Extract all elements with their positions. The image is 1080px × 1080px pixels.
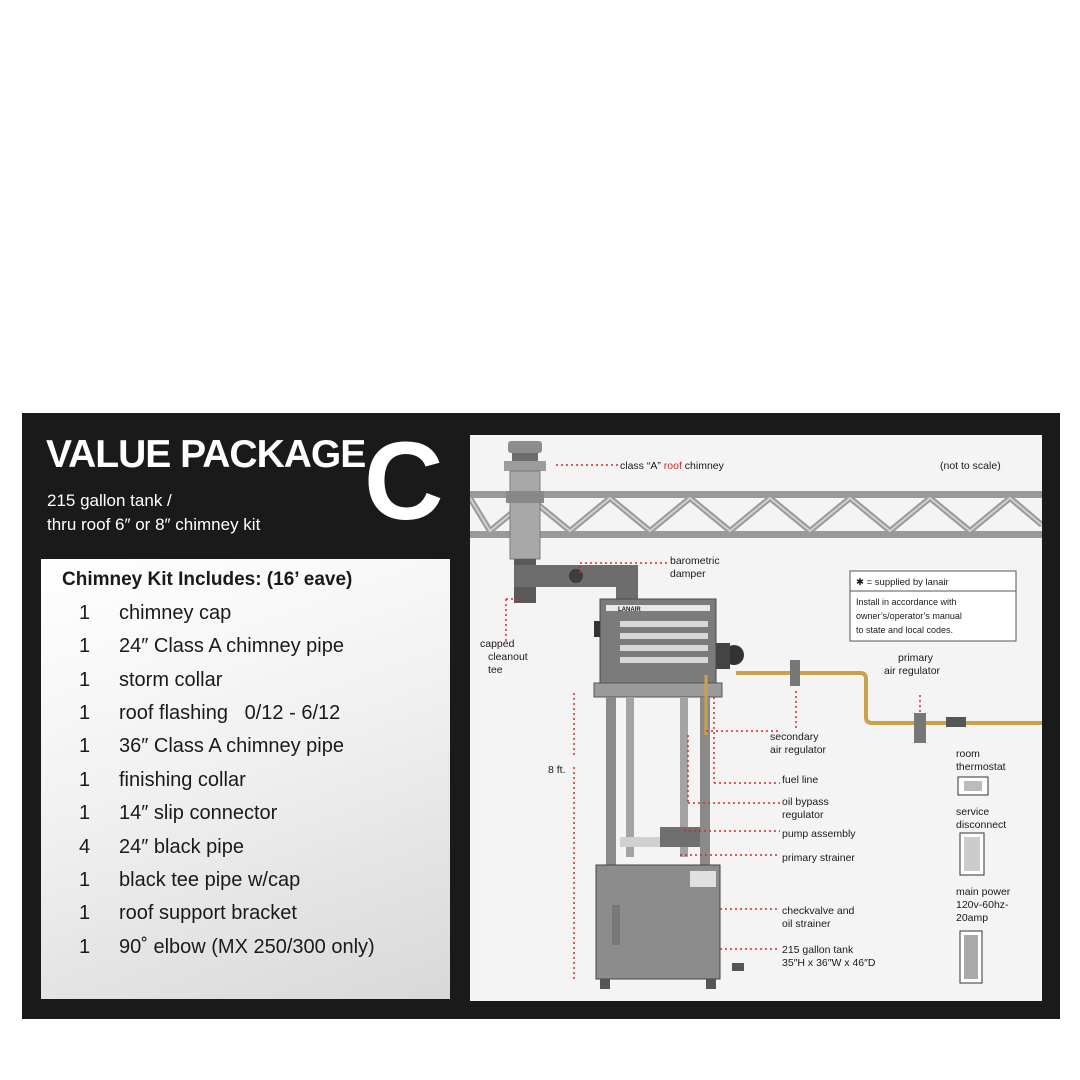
- disconnect-label-2: disconnect: [956, 819, 1006, 831]
- kit-item-name: 90˚ elbow (MX 250/300 only): [119, 936, 375, 958]
- kit-item-name: 14″ slip connector: [119, 802, 278, 824]
- subtitle-line-2: thru roof 6″ or 8″ chimney kit: [47, 515, 261, 534]
- heater-brand: LANAIR: [618, 607, 641, 613]
- kit-item-name: chimney cap: [119, 602, 232, 624]
- oil-bypass-label-2: regulator: [782, 809, 824, 821]
- legend-note-1: Install in accordance with: [856, 597, 957, 607]
- height-label: 8 ft.: [548, 764, 566, 776]
- subtitle-line-1: 215 gallon tank /: [47, 491, 172, 510]
- kit-item-name: roof flashing 0/12 - 6/12: [119, 702, 341, 724]
- tank-label-1: 215 gallon tank: [782, 944, 854, 956]
- chimney-label: class “A” roof chimney: [620, 460, 725, 472]
- kit-item-qty: 1: [79, 602, 91, 624]
- secondary-air-label-1: secondary: [770, 731, 819, 743]
- kit-item-qty: 1: [79, 735, 91, 757]
- thermostat-label-2: thermostat: [956, 761, 1006, 773]
- power-label-1: main power: [956, 886, 1011, 898]
- kit-item-name: 24″ Class A chimney pipe: [119, 635, 344, 657]
- kit-item-name: storm collar: [119, 669, 223, 691]
- primary-air-label-1: primary: [898, 652, 934, 664]
- package-title: VALUE PACKAGE: [46, 433, 366, 476]
- legend-star-label: ✱ = supplied by lanair: [856, 577, 949, 588]
- kit-item-name: 36″ Class A chimney pipe: [119, 735, 344, 757]
- kit-item-qty: 1: [79, 869, 91, 891]
- kit-list-panel: Chimney Kit Includes: (16’ eave) 1 chimne…: [41, 559, 450, 999]
- kit-item-name: 24″ black pipe: [119, 836, 244, 858]
- primary-air-label-2: air regulator: [884, 665, 941, 677]
- barometric-label-2: damper: [670, 568, 706, 580]
- checkvalve-label-1: checkvalve and: [782, 905, 855, 917]
- thermostat-label-1: room: [956, 748, 980, 760]
- kit-item-qty: 4: [79, 836, 91, 858]
- oil-tank: [595, 864, 744, 989]
- checkvalve-label-2: oil strainer: [782, 918, 831, 930]
- chimney: [504, 441, 638, 605]
- diagram-svg: LANAIR: [470, 441, 1042, 989]
- primary-strainer-label: primary strainer: [782, 852, 855, 864]
- not-to-scale-label: (not to scale): [940, 460, 1001, 472]
- tank-label-2: 35″H x 36″W x 46″D: [782, 957, 876, 969]
- package-subtitle: 215 gallon tank / thru roof 6″ or 8″ chi…: [47, 489, 377, 537]
- legend-note-3: to state and local codes.: [856, 625, 953, 635]
- capped-label-2: cleanout: [488, 651, 528, 663]
- kit-item-qty: 1: [79, 669, 91, 691]
- kit-item-name: roof support bracket: [119, 902, 297, 924]
- kit-item-qty: 1: [79, 635, 91, 657]
- fuel-line-label: fuel line: [782, 774, 818, 786]
- pump-assembly-label: pump assembly: [782, 828, 856, 840]
- side-devices: [957, 776, 989, 984]
- capped-label-3: tee: [488, 664, 503, 676]
- capped-label-1: capped: [480, 638, 515, 650]
- kit-item-qty: 1: [79, 902, 91, 924]
- kit-item-qty: 1: [79, 702, 91, 724]
- kit-item-name: finishing collar: [119, 769, 246, 791]
- installation-diagram: LANAIR: [470, 435, 1042, 1001]
- legend-note-2: owner’s/operator’s manual: [856, 611, 962, 621]
- package-letter: C: [364, 420, 443, 543]
- oil-bypass-label-1: oil bypass: [782, 796, 829, 808]
- value-package-card: VALUE PACKAGE C 215 gallon tank / thru r…: [22, 413, 1060, 1019]
- legend-box: [849, 570, 1017, 642]
- fuel-lines: [704, 660, 1042, 743]
- heater-unit: LANAIR: [593, 598, 744, 867]
- kit-heading: Chimney Kit Includes: (16’ eave): [62, 569, 353, 590]
- kit-item-qty: 1: [79, 936, 91, 958]
- leader-lines: [505, 464, 921, 979]
- kit-item-qty: 1: [79, 769, 91, 791]
- roof-truss: [470, 491, 1042, 538]
- barometric-label-1: barometric: [670, 555, 720, 567]
- kit-item-qty: 1: [79, 802, 91, 824]
- disconnect-label-1: service: [956, 806, 989, 818]
- secondary-air-label-2: air regulator: [770, 744, 827, 756]
- power-label-2: 120v-60hz-: [956, 899, 1009, 911]
- power-label-3: 20amp: [956, 912, 988, 924]
- kit-item-name: black tee pipe w/cap: [119, 869, 301, 891]
